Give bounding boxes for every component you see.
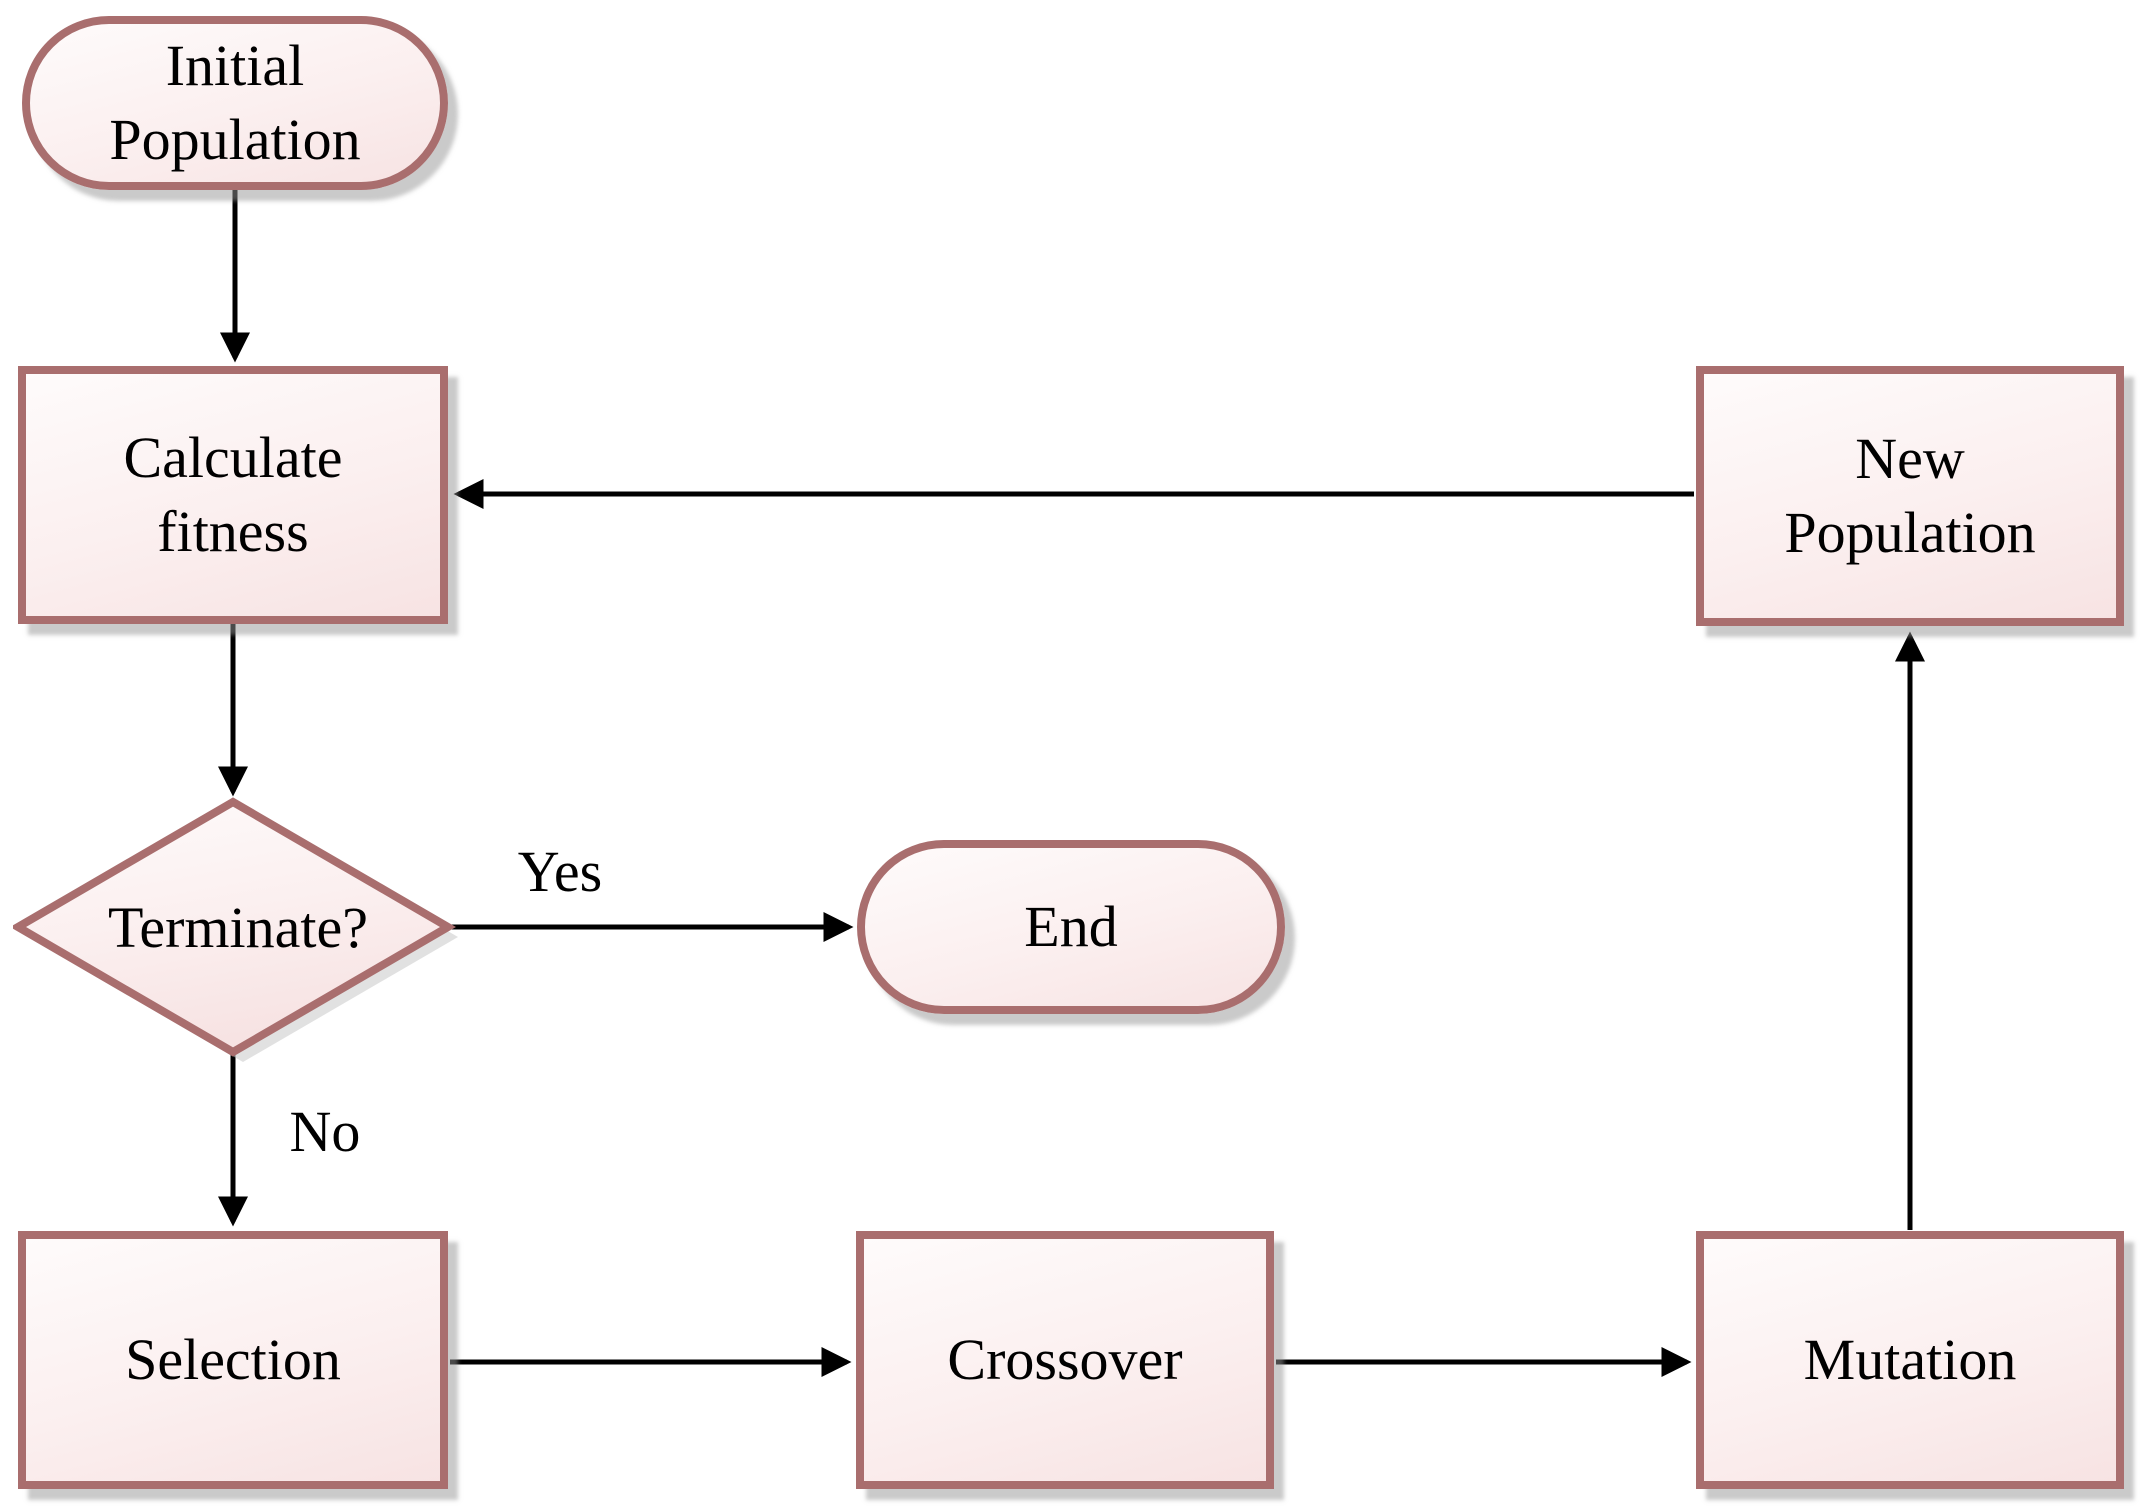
node-end: End: [857, 840, 1285, 1014]
decision-terminate-label: Terminate?: [107, 894, 368, 960]
diamond-outline: [10, 797, 456, 1057]
diamond-shape: [10, 797, 458, 1062]
edge-label-no: No: [289, 1099, 361, 1164]
node-initial-population: Initial Population: [22, 16, 448, 190]
edge-label-yes: Yes: [517, 839, 603, 904]
node-mutation: Mutation: [1696, 1231, 2124, 1489]
node-new-population: New Population: [1696, 366, 2124, 626]
decision-terminate: Terminate?: [10, 797, 463, 1069]
node-calculate-fitness: Calculate fitness: [18, 366, 448, 624]
node-crossover: Crossover: [856, 1231, 1274, 1489]
node-selection: Selection: [18, 1231, 448, 1489]
